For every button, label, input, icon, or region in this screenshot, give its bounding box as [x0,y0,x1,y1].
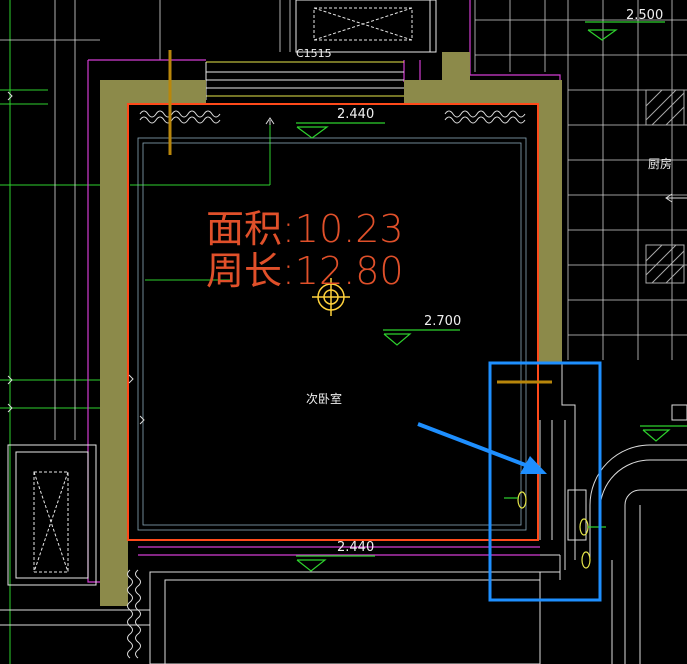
elevation-label-room-top: 2.440 [337,107,374,122]
elevation-marker-room-bottom [296,555,375,572]
bottom-structure-lines [0,571,560,664]
left-lower-window-symbol [7,444,97,586]
small-arrow-icons [7,91,687,425]
right-lower-structure [539,362,687,664]
kitchen-hatch-squares [645,89,685,284]
kitchen-name-label: 厨房 [648,156,672,171]
centroid-target-icon [312,278,350,316]
elevation-label-top-right: 2.500 [626,8,663,23]
window-tag-label: C1515 [296,47,332,60]
kitchen-tile-grid [474,0,687,360]
room-name-label: 次卧室 [306,391,342,406]
curtain-symbol-left [139,110,221,124]
top-window-sill [205,61,404,100]
room-inner-lines [137,137,527,531]
highlight-selection-box[interactable] [488,361,602,602]
curtain-symbol-right [444,110,526,124]
area-measurement: 面积:10.23 [206,207,404,251]
arrow-up-icon [265,117,275,125]
left-white-grid [0,0,291,440]
pointer-arrow-icon [417,422,547,474]
top-window-symbol [295,0,437,53]
pipe-fitting-icons [504,491,606,569]
room-walls [100,52,562,606]
elevation-label-room-mid: 2.700 [424,314,461,329]
elevation-label-room-bottom: 2.440 [337,540,374,555]
elevation-marker-top-right [585,21,665,41]
elevation-marker-right-edge [640,425,687,442]
elevation-marker-room-top [296,122,385,139]
perimeter-measurement: 周长:12.80 [206,249,404,293]
bottom-curtain-symbol [127,569,141,659]
elevation-marker-room-mid [383,329,460,346]
room-boundary [127,103,539,541]
